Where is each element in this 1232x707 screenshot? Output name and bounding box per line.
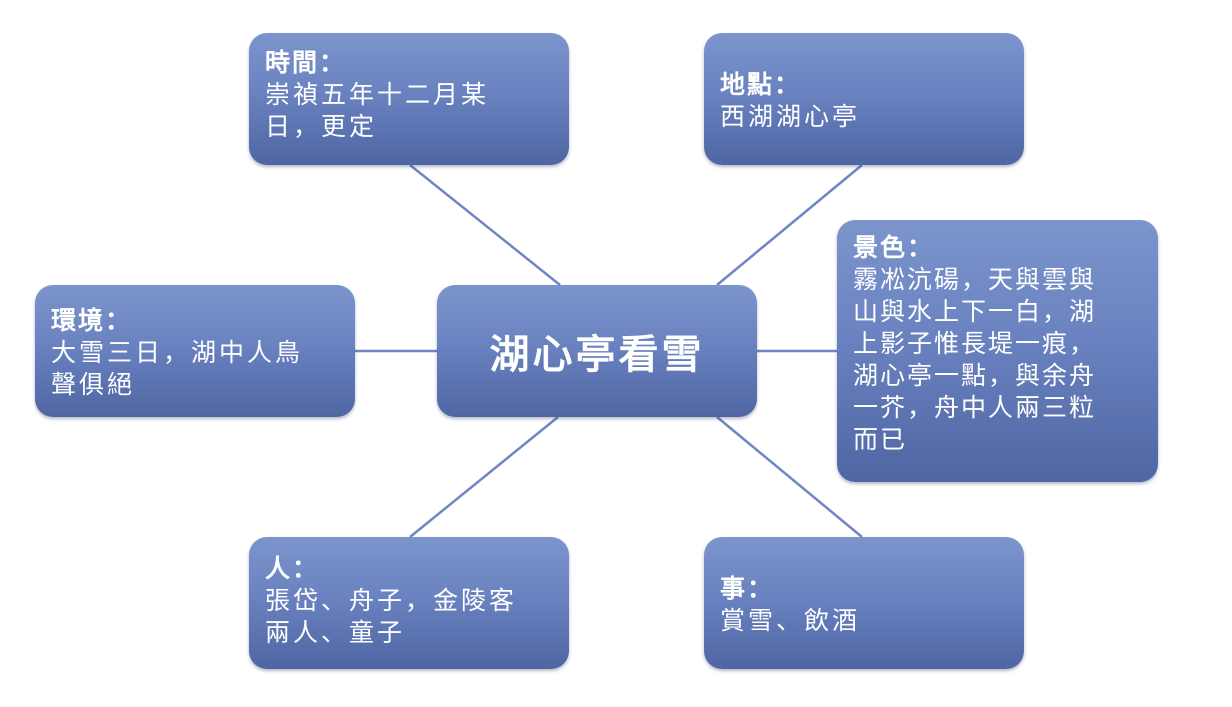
node-scene: 景色： 霧凇沆碭，天與雲與 山與水上下一白，湖 上影子惟長堤一痕， 湖心亭一點，…: [837, 220, 1158, 482]
node-event: 事： 賞雪、飲酒: [704, 537, 1024, 669]
node-time-title: 時間：: [265, 48, 347, 77]
node-event-title: 事：: [720, 574, 775, 603]
central-topic-node: 湖心亭看雪: [437, 285, 757, 417]
node-people-body: 張岱、舟子，金陵客 兩人、童子: [265, 586, 518, 647]
node-scene-title: 景色：: [853, 233, 935, 262]
node-environment: 環境： 大雪三日，湖中人鳥 聲俱絕: [35, 285, 355, 417]
node-environment-title: 環境：: [51, 306, 133, 335]
connector-place: [716, 164, 863, 286]
node-place-title: 地點：: [720, 70, 802, 99]
node-place-body: 西湖湖心亭: [720, 102, 861, 131]
connector-person: [409, 416, 559, 538]
node-event-body: 賞雪、飲酒: [720, 606, 861, 635]
node-time: 時間： 崇禎五年十二月某 日，更定: [249, 33, 569, 165]
node-place: 地點： 西湖湖心亭: [704, 33, 1024, 165]
node-scene-body: 霧凇沆碭，天與雲與 山與水上下一白，湖 上影子惟長堤一痕， 湖心亭一點，與余舟 …: [853, 265, 1097, 454]
central-topic-label: 湖心亭看雪: [489, 332, 705, 378]
node-people-title: 人：: [265, 554, 320, 583]
node-people: 人： 張岱、舟子，金陵客 兩人、童子: [249, 537, 569, 669]
connector-event: [716, 416, 863, 538]
connector-time: [409, 164, 561, 286]
node-time-body: 崇禎五年十二月某 日，更定: [265, 80, 490, 141]
node-environment-body: 大雪三日，湖中人鳥 聲俱絕: [51, 338, 304, 399]
